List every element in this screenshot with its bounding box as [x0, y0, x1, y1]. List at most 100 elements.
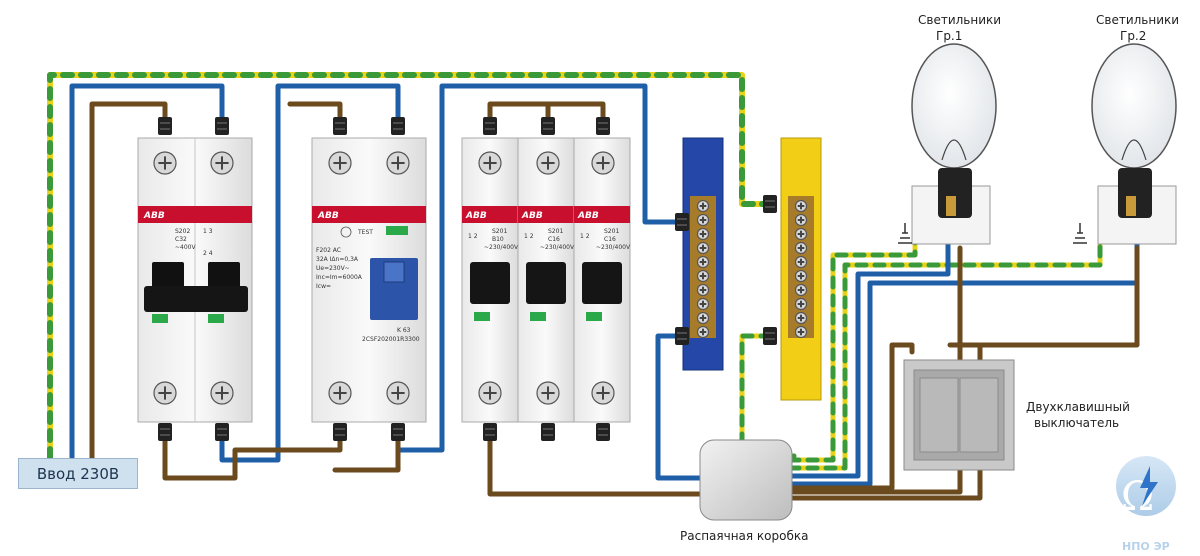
- screw-icon: [696, 269, 710, 283]
- voltage-label: ~230/400V: [484, 244, 519, 251]
- model-label: S201: [492, 228, 507, 235]
- spec-line-4: Icw=: [316, 283, 331, 290]
- test-label: TEST: [357, 229, 373, 236]
- model-label: S201: [548, 228, 563, 235]
- screw-icon: [386, 381, 410, 405]
- screw-icon: [591, 151, 615, 175]
- toggle-handle[interactable]: [582, 262, 622, 304]
- screw-icon: [696, 325, 710, 339]
- toggle-handle[interactable]: [526, 262, 566, 304]
- spec-line-2: Ue=230V~: [316, 265, 350, 272]
- test-button[interactable]: [386, 226, 408, 235]
- screw-icon: [591, 381, 615, 405]
- lamp1-label-line2: Гр.1: [936, 29, 962, 43]
- terminal-clamp: [596, 423, 610, 441]
- spec-line-1: 32A IΔn=0,3A: [316, 256, 359, 263]
- terminal-clamp: [675, 213, 689, 231]
- part-label: 2CSF202001R3300: [362, 336, 420, 343]
- main-breaker: ABB S202 C32 ~400V 1 3 2 4: [137, 137, 253, 423]
- terminal-clamp: [158, 423, 172, 441]
- screw-icon: [478, 151, 502, 175]
- input-label: Ввод 230В: [36, 464, 120, 483]
- terminal-clamp: [215, 117, 229, 135]
- screw-icon: [536, 151, 560, 175]
- screw-icon: [210, 381, 234, 405]
- screw-icon: [153, 151, 177, 175]
- screw-icon: [794, 311, 808, 325]
- neutral-bus: [675, 137, 724, 371]
- rating-label: C32: [175, 236, 187, 243]
- rating-label: C16: [548, 236, 560, 243]
- screw-icon: [696, 255, 710, 269]
- lamp1-label-line1: Светильники: [918, 13, 1001, 27]
- terminal-screws: [153, 117, 615, 441]
- terminal-bottom-label: 2 4: [203, 250, 213, 257]
- screw-icon: [696, 311, 710, 325]
- screw-icon: [794, 255, 808, 269]
- screw-icon: [794, 283, 808, 297]
- toggle-handle[interactable]: [470, 262, 510, 304]
- toggle-handle[interactable]: [144, 286, 248, 312]
- lamp2-label-line2: Гр.2: [1120, 29, 1146, 43]
- terminal-clamp: [596, 117, 610, 135]
- code-label: K 63: [397, 327, 411, 334]
- screw-icon: [696, 241, 710, 255]
- voltage-label: ~230/400V: [596, 244, 631, 251]
- switch-key-left[interactable]: [919, 377, 959, 453]
- terminal-label: 1 2: [468, 233, 478, 240]
- bulb-icon: [1091, 43, 1177, 169]
- abb-stripe: [138, 206, 252, 223]
- screw-icon: [386, 151, 410, 175]
- switch-label-line2: выключатель: [1034, 416, 1119, 430]
- screw-icon: [536, 381, 560, 405]
- pe-bus: [763, 137, 822, 401]
- rcd-handle[interactable]: [370, 258, 418, 320]
- ground-icon: [1073, 223, 1087, 244]
- terminal-clamp: [483, 423, 497, 441]
- screw-icon: [696, 297, 710, 311]
- npo-er-logo: Ω НПО ЭР: [1116, 456, 1176, 553]
- terminal-clamp: [763, 195, 777, 213]
- terminal-clamp: [763, 327, 777, 345]
- input-label-box: Ввод 230В: [18, 458, 138, 489]
- rating-label: B10: [492, 236, 504, 243]
- lightning-icon: [1140, 466, 1158, 506]
- phase-wires: [89, 101, 1140, 501]
- brand-label: ABB: [317, 211, 339, 221]
- spec-line-3: Inc=Im=6000A: [316, 274, 363, 281]
- screw-icon: [696, 199, 710, 213]
- screw-icon: [696, 213, 710, 227]
- rcd-device: ABB TEST F202 AC 32A IΔn=0,3A Ue=230V~ I…: [311, 137, 427, 423]
- ground-icon: [898, 223, 912, 244]
- lamp2-label-line1: Светильники: [1096, 13, 1179, 27]
- terminal-top-label: 1 3: [203, 228, 213, 235]
- screw-icon: [794, 241, 808, 255]
- screw-icon: [794, 269, 808, 283]
- screw-icon: [210, 151, 234, 175]
- breaker-2: ABB S201 C16 ~230/400V 1 2: [517, 137, 575, 423]
- terminal-clamp: [391, 423, 405, 441]
- status-indicator: [152, 314, 168, 323]
- rating-label: C16: [604, 236, 616, 243]
- double-switch: [903, 359, 1015, 471]
- junction-box: [699, 439, 793, 521]
- screw-icon: [328, 151, 352, 175]
- screw-icon: [696, 283, 710, 297]
- brand-label: ABB: [521, 211, 543, 221]
- model-label: S201: [604, 228, 619, 235]
- screw-icon: [696, 227, 710, 241]
- terminal-clamp: [333, 117, 347, 135]
- screw-icon: [794, 297, 808, 311]
- voltage-label: ~400V: [175, 244, 196, 251]
- screw-icon: [794, 325, 808, 339]
- brand-label: ABB: [577, 211, 599, 221]
- screw-icon: [478, 381, 502, 405]
- status-indicator: [208, 314, 224, 323]
- terminal-clamp: [541, 423, 555, 441]
- switch-key-right[interactable]: [959, 377, 999, 453]
- screw-icon: [153, 381, 177, 405]
- junction-box-label: Распаячная коробка: [680, 529, 808, 543]
- terminal-label: 1 2: [580, 233, 590, 240]
- screw-icon: [794, 213, 808, 227]
- terminal-clamp: [483, 117, 497, 135]
